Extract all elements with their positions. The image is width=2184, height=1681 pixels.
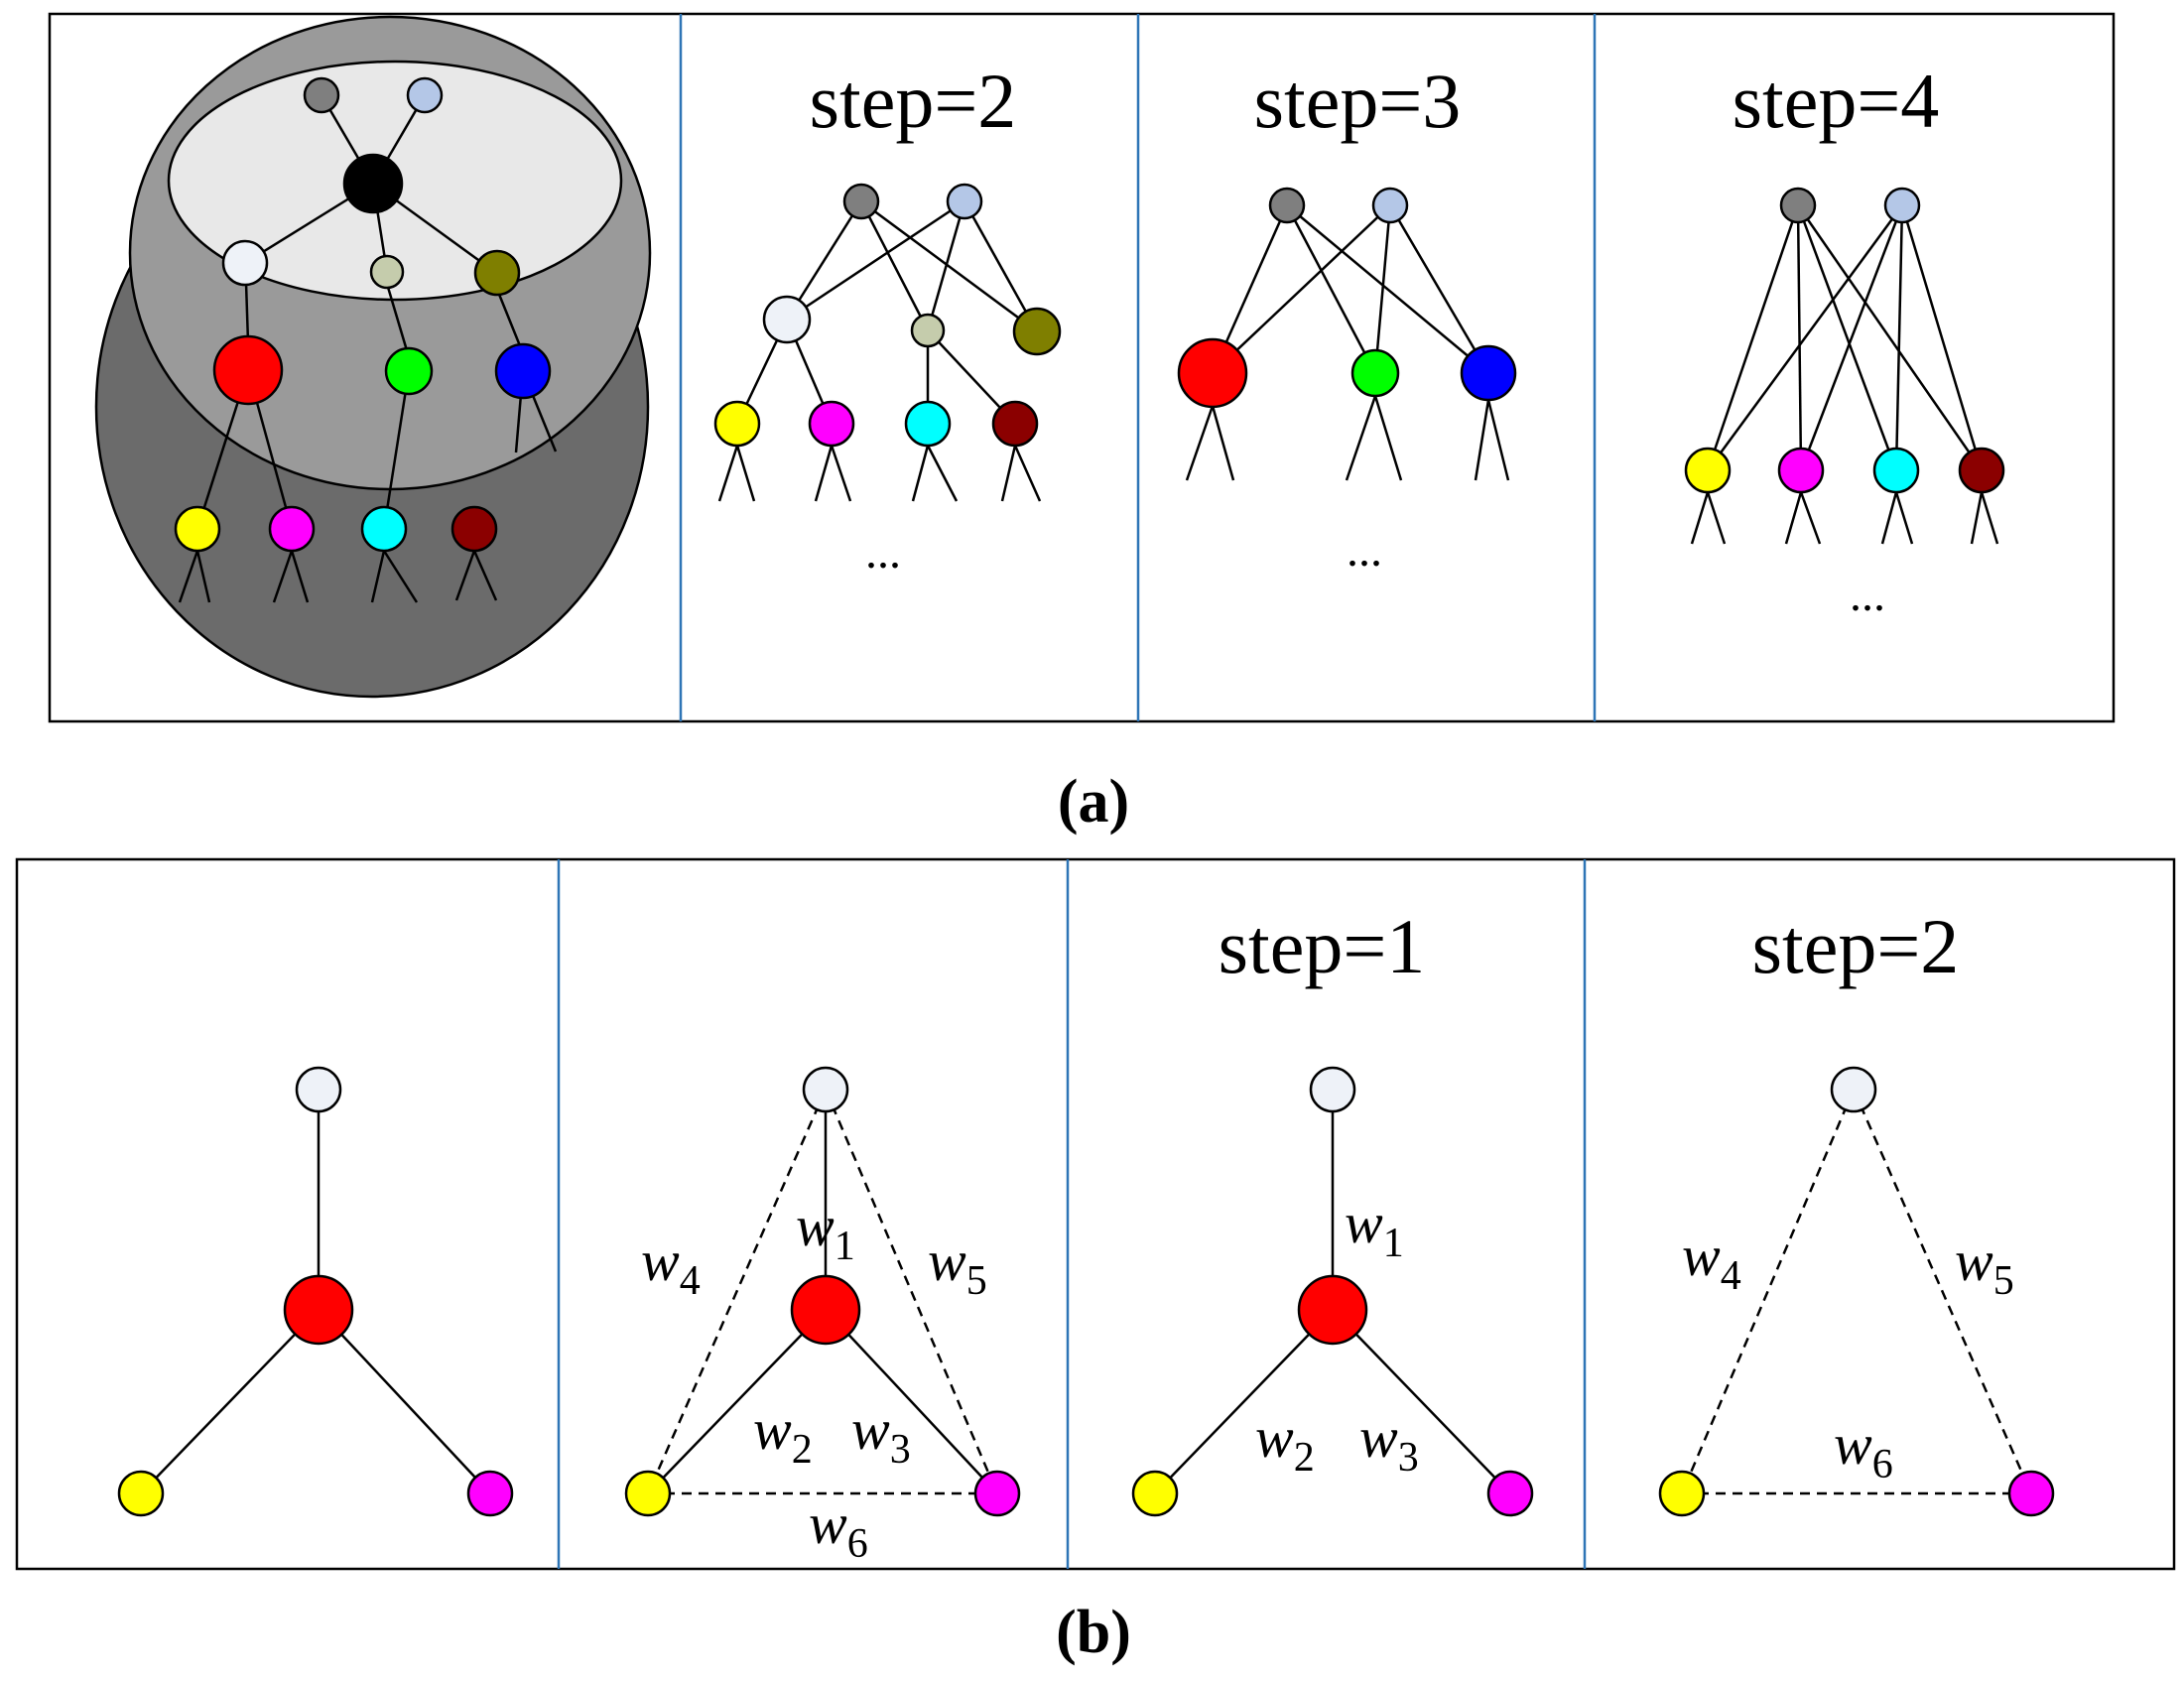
panel-b-frame (15, 857, 2176, 1571)
b4-weight-w4: w4 (1682, 1224, 1741, 1299)
node-red (212, 334, 284, 406)
node-olive (473, 249, 521, 297)
nested-hop-ellipses (94, 15, 652, 699)
b3-weight-w2: w2 (1255, 1405, 1315, 1481)
caption-b: (b) (1056, 1599, 1131, 1666)
node-green (384, 346, 434, 396)
a-step2-ellipsis: ... (865, 526, 901, 579)
node-khaki (369, 254, 405, 290)
b-step1-subpanel: step=1 w1 w2 w3 (1131, 903, 1534, 1517)
b-step2-subpanel: step=2 w4 w5 w6 (1658, 903, 2055, 1517)
a4-edges (1690, 204, 1999, 545)
a-step2-subpanel: step=2 (713, 58, 1062, 579)
b3-weight-w1: w1 (1345, 1191, 1404, 1266)
a1-nodes (174, 76, 552, 553)
node-magenta (268, 505, 316, 553)
b1-star-graph (117, 1066, 514, 1517)
node-cyan (360, 505, 408, 553)
a-step3-label: step=3 (1254, 58, 1462, 144)
a-step2-label: step=2 (810, 58, 1017, 144)
b2-weight-w2: w2 (753, 1397, 813, 1473)
b4-weight-w6: w6 (1834, 1412, 1893, 1487)
panel-a: step=2 (48, 12, 2116, 836)
a4-nodes (1684, 187, 2005, 494)
b-step2-label: step=2 (1752, 903, 1960, 989)
a3-edges (1185, 204, 1510, 481)
b2-weight-w1: w1 (796, 1194, 855, 1269)
b2-weight-w4: w4 (641, 1228, 701, 1304)
a-step3-ellipsis: ... (1347, 524, 1382, 577)
panel-b: w1 w4 w5 w2 w3 w6 step=1 w1 w2 w3 step=2 (15, 857, 2176, 1666)
node-black-center (342, 153, 404, 214)
node-light-blue (406, 76, 444, 114)
caption-a: (a) (1058, 768, 1129, 836)
b4-weight-w5: w5 (1955, 1228, 2014, 1304)
b3-weight-w3: w3 (1359, 1405, 1419, 1481)
node-blue (494, 342, 552, 400)
node-yellow (174, 505, 221, 553)
node-gray (303, 76, 340, 114)
b2-weight-w5: w5 (928, 1228, 987, 1304)
a2-edges (717, 199, 1042, 502)
b-step1-label: step=1 (1219, 903, 1426, 989)
a2-nodes (713, 183, 1062, 448)
a-step4-subpanel: step=4 (1684, 58, 2005, 621)
a3-nodes (1177, 187, 1517, 409)
b2-weighted-graph: w1 w4 w5 w2 w3 w6 (624, 1066, 1021, 1567)
b2-weight-w6: w6 (809, 1491, 868, 1567)
node-white (221, 239, 269, 287)
b2-weight-w3: w3 (851, 1397, 911, 1473)
a-step4-label: step=4 (1733, 58, 1940, 144)
a-step3-subpanel: step=3 ... (1177, 58, 1517, 577)
node-maroon (450, 505, 498, 553)
panel-a-frame (48, 12, 2116, 723)
a-step4-ellipsis: ... (1850, 569, 1885, 621)
